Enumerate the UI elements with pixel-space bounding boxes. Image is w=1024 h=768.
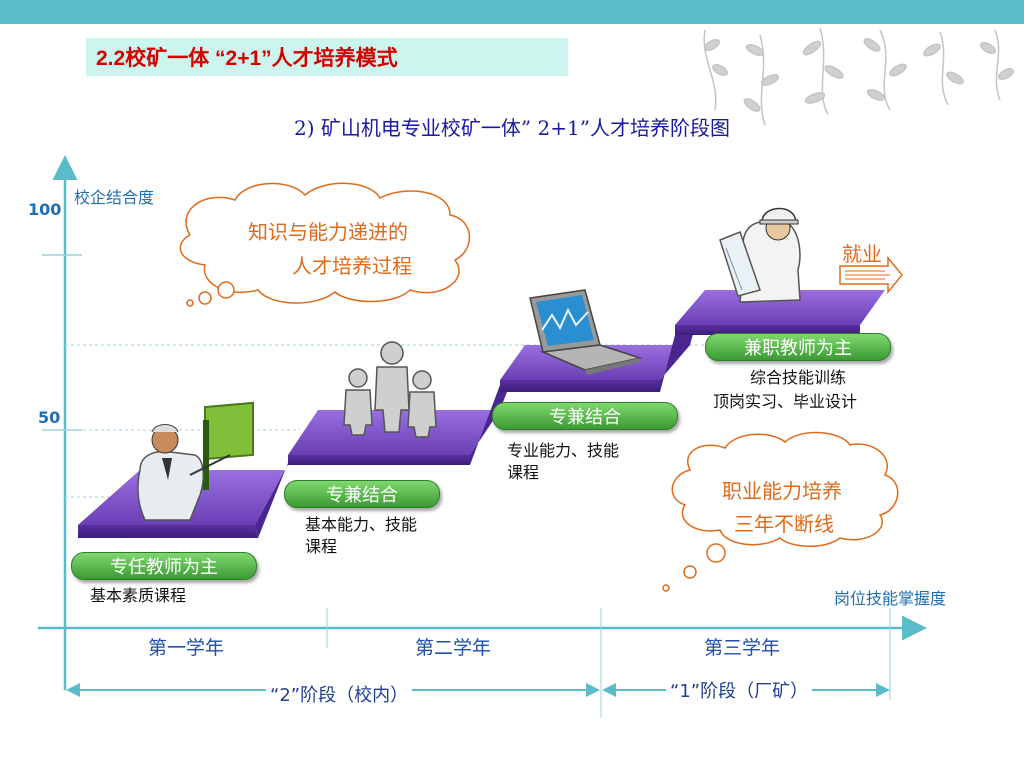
y-axis-label: 校企结合度: [74, 188, 155, 207]
thought-top-line1: 知识与能力递进的: [248, 220, 408, 244]
engineer-icon: [719, 207, 801, 303]
step3-course-line1: 专业能力、技能: [507, 441, 620, 460]
step2-course-line2: 课程: [305, 537, 338, 556]
step4-course-line2: 顶岗实习、毕业设计: [713, 392, 858, 411]
step2-badge: 专兼结合: [284, 480, 440, 508]
step3-badge-label: 专兼结合: [549, 407, 621, 428]
slide-title-box: 2.2校矿一体 “2+1”人才培养模式: [86, 38, 568, 76]
top-banner: [0, 0, 1024, 24]
phase-mine: “1”阶段（厂矿）: [666, 677, 813, 703]
people-group-icon: [343, 341, 437, 438]
step3-course-line2: 课程: [507, 463, 540, 482]
step1-badge: 专任教师为主: [71, 552, 257, 580]
step4-badge-label: 兼职教师为主: [744, 338, 852, 359]
thought-bottom-line2: 三年不断线: [734, 512, 834, 536]
thought-bottom-line1: 职业能力培养: [722, 479, 842, 503]
year-2: 第二学年: [415, 637, 492, 659]
step1-badge-label: 专任教师为主: [110, 557, 218, 578]
phase-school: “2”阶段（校内）: [266, 681, 413, 707]
step2-badge-label: 专兼结合: [326, 485, 398, 506]
year-3: 第三学年: [704, 637, 781, 659]
laptop-icon: [529, 289, 643, 375]
thought-bubble-top: [179, 182, 471, 307]
step4-badge: 兼职教师为主: [705, 333, 891, 361]
employment-arrow: [839, 255, 903, 295]
thought-top-line2: 人才培养过程: [292, 254, 412, 278]
step1-course: 基本素质课程: [90, 586, 187, 605]
diagram-title: 2) 矿山机电专业校矿一体” 2+1”人才培养阶段图: [294, 116, 730, 140]
year-1: 第一学年: [148, 637, 225, 659]
staircase: [78, 290, 885, 538]
x-axis-label: 岗位技能掌握度: [834, 589, 947, 608]
step4-course-line1: 综合技能训练: [750, 368, 847, 387]
y-tick-100: 100: [28, 200, 62, 219]
step2-course-line1: 基本能力、技能: [305, 515, 418, 534]
slide-title: 2.2校矿一体 “2+1”人才培养模式: [96, 47, 398, 70]
floral-ornament: [703, 27, 1014, 126]
teacher-icon: [137, 401, 254, 521]
y-tick-50: 50: [38, 408, 61, 427]
employment-label: 就业: [842, 242, 882, 266]
thought-bubble-bottom: [662, 431, 899, 592]
step3-badge: 专兼结合: [492, 402, 678, 430]
